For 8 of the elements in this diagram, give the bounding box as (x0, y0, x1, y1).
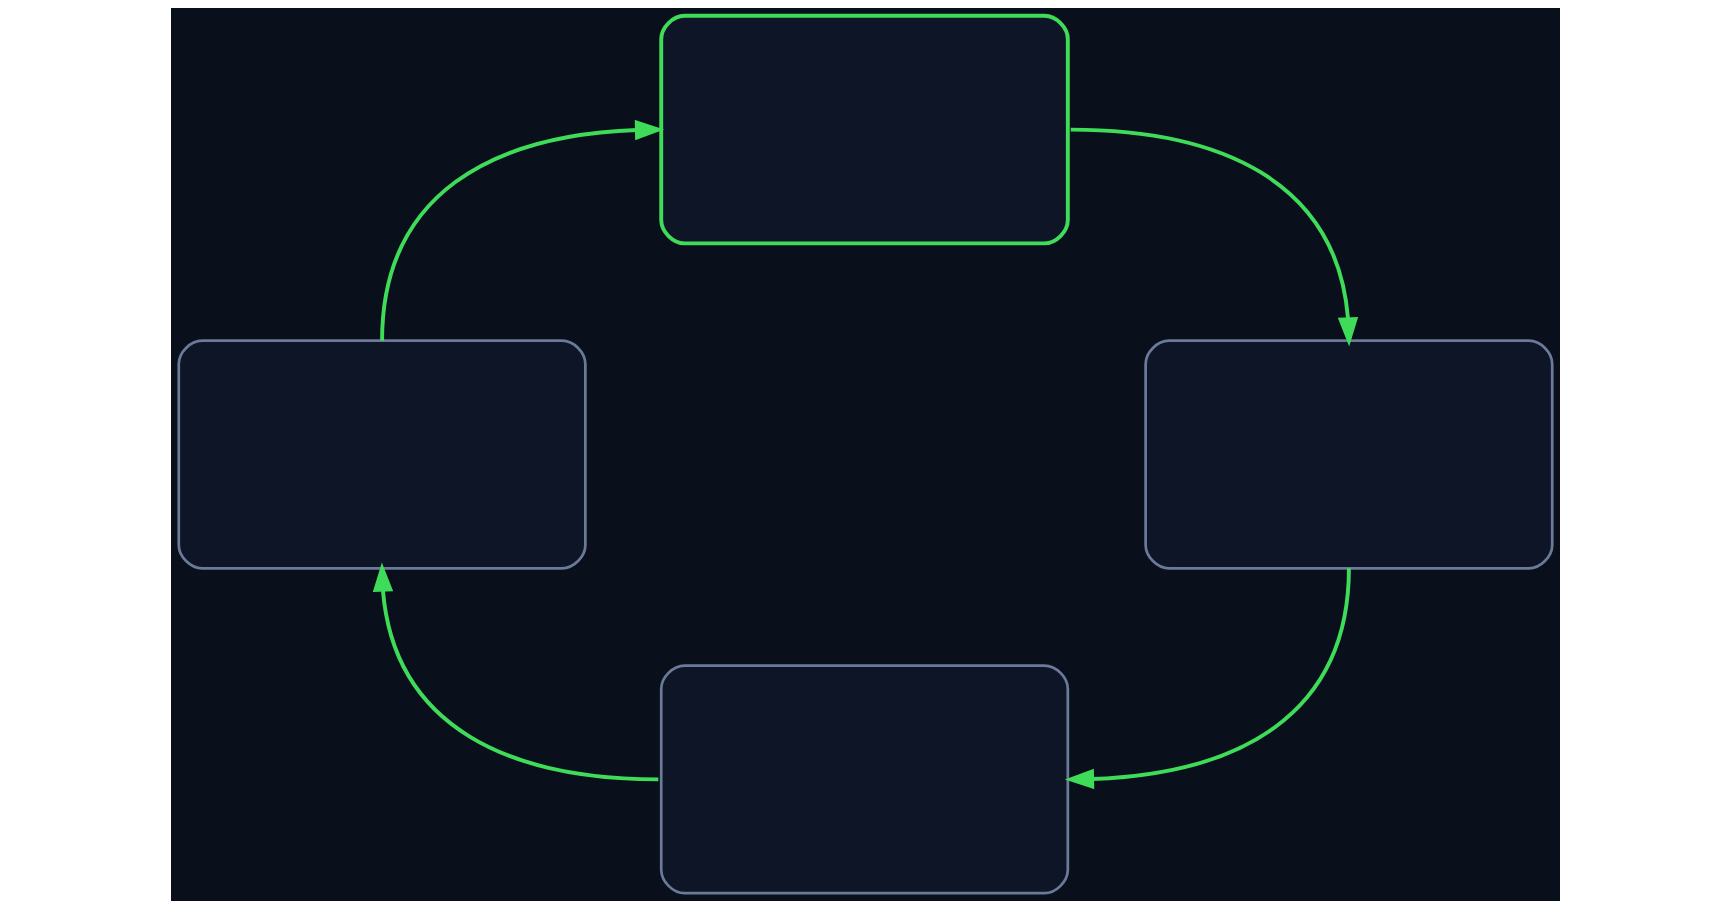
node-box (176, 339, 587, 570)
arrow (379, 119, 664, 341)
arrow (372, 562, 658, 782)
arrow (1070, 127, 1358, 347)
node-box (1143, 339, 1554, 570)
node-box (659, 664, 1069, 895)
arrow (1064, 568, 1351, 790)
node-box (658, 13, 1070, 246)
